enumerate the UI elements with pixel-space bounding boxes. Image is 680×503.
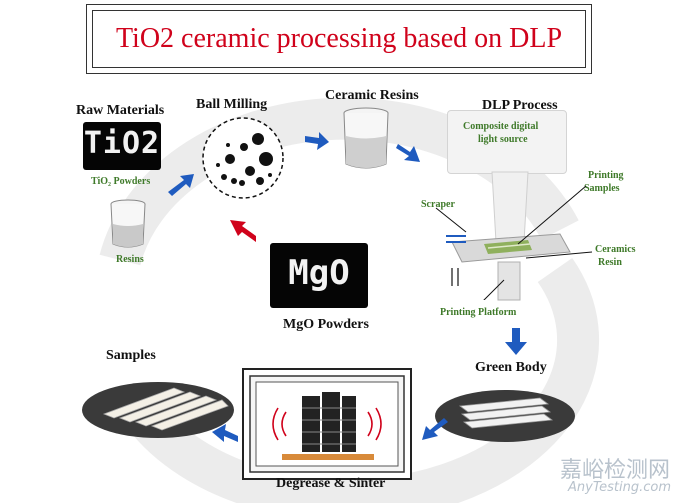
arrow-resins-to-milling [168, 174, 194, 196]
sintered-samples [82, 382, 234, 438]
tio2-powder-image: TiO2 [83, 122, 161, 170]
green-body-sample [435, 390, 575, 442]
mgo-logo: MgO [288, 253, 350, 293]
arrow-mgo-to-milling [230, 220, 256, 242]
light-source-label-line1: Composite digital [463, 121, 539, 132]
ball-milling-label: Ball Milling [196, 97, 268, 112]
mgo-powder-image: MgO [270, 243, 368, 308]
arrow-milling-to-resins [305, 132, 329, 150]
printing-samples-label-line1: Printing [588, 170, 624, 181]
furnace [242, 368, 412, 480]
degrease-sinter-label: Degrease & Sinter [276, 476, 386, 491]
raw-materials-label: Raw Materials [76, 103, 165, 118]
resins-beaker [110, 199, 146, 248]
printing-samples-label-line2: Samples [584, 183, 620, 194]
dlp-pointer-lines [435, 185, 593, 300]
ball-milling-jar [202, 117, 284, 199]
arrow-dlp-to-greenbody [505, 328, 527, 355]
page-title: TiO2 ceramic processing based on DLP [115, 23, 563, 54]
mgo-powders-label: MgO Powders [283, 317, 369, 332]
ceramic-resins-label: Ceramic Resins [325, 88, 419, 103]
tio2-logo: TiO2 [83, 126, 161, 161]
scraper-label: Scraper [421, 199, 455, 210]
resins-label: Resins [116, 254, 144, 265]
light-source-label-line2: light source [478, 134, 528, 145]
dlp-process-label: DLP Process [482, 98, 558, 113]
watermark-en: AnyTesting.com [568, 480, 672, 495]
samples-label: Samples [106, 348, 156, 363]
ceramic-resins-beaker [343, 107, 389, 169]
printing-platform-label: Printing Platform [440, 307, 517, 318]
green-body-label: Green Body [475, 360, 547, 375]
arrow-furnace-to-samples [212, 424, 238, 442]
arrow-resins-to-dlp [396, 144, 420, 162]
dlp-apparatus [451, 171, 571, 301]
ceramics-resin-label-line2: Resin [598, 257, 622, 268]
title-frame: TiO2 ceramic processing based on DLP [86, 4, 592, 74]
arrow-greenbody-to-furnace [422, 418, 448, 440]
watermark-cn: 嘉峪检测网 [560, 458, 671, 483]
light-source-box [447, 110, 567, 174]
ceramics-resin-label-line1: Ceramics [595, 244, 636, 255]
tio2-powders-label: TiO₂ Powders [91, 176, 151, 187]
